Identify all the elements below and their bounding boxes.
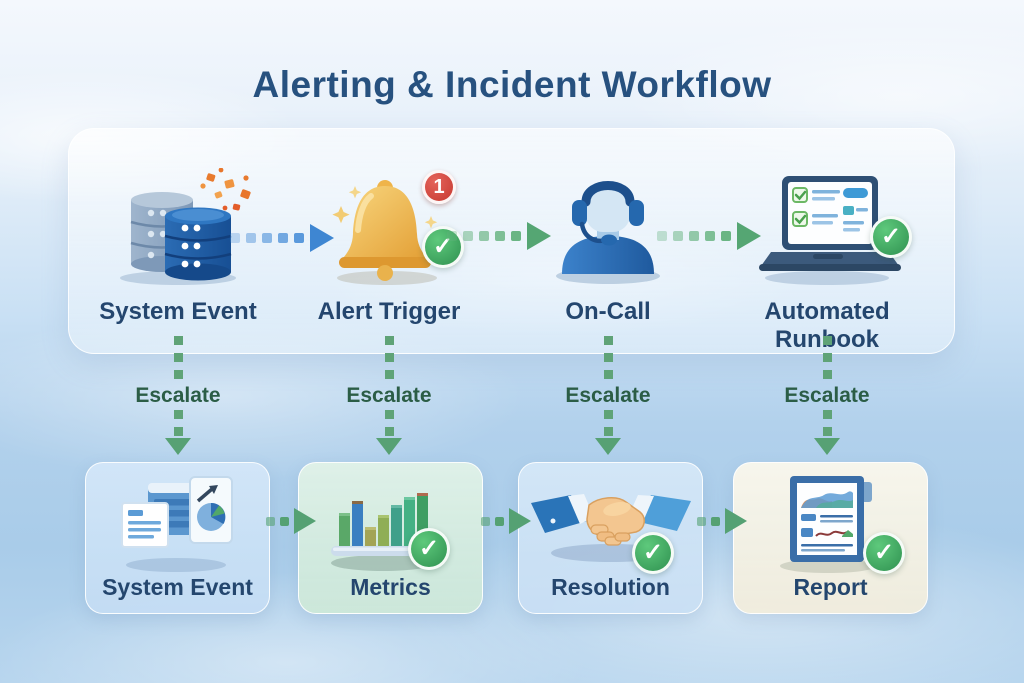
dotted-line [603, 410, 613, 438]
escalate-connector: Escalate [274, 336, 504, 460]
card-metrics: Metrics [298, 462, 483, 614]
stage-label: System Event [99, 298, 257, 325]
dotted-line [822, 336, 832, 382]
check-icon [863, 532, 905, 574]
notification-count: 1 [433, 175, 445, 198]
dotted-line [822, 410, 832, 438]
notification-badge: 1 [422, 170, 456, 204]
arrow-icon [266, 508, 316, 534]
check-icon [632, 532, 674, 574]
stage-automated-runbook: Automated Runbook [712, 128, 942, 354]
stage-label: Alert Trigger [317, 298, 461, 325]
stage-label: On-Call [565, 298, 651, 325]
laptop-checklist-icon [712, 168, 942, 286]
card-label: System Event [102, 574, 253, 600]
arrow-icon [447, 222, 551, 250]
confetti-sparks [200, 168, 251, 211]
documents-chart-icon [86, 463, 269, 574]
escalate-connector: Escalate [493, 336, 723, 460]
arrow-icon [657, 222, 761, 250]
escalate-connector: Escalate [712, 336, 942, 460]
page-title: Alerting & Incident Workflow [252, 64, 772, 105]
escalate-label: Escalate [784, 384, 870, 407]
report-document-icon [734, 462, 927, 574]
bell-icon: 1 [274, 168, 504, 286]
escalate-label: Escalate [565, 384, 651, 407]
dotted-line [173, 336, 183, 382]
arrow-icon [230, 224, 334, 252]
escalate-label: Escalate [135, 384, 221, 407]
card-resolution: Resolution [518, 462, 703, 614]
stage-alert-trigger: 1 Alert Trigger [274, 128, 504, 326]
stage-on-call: On-Call [493, 128, 723, 326]
stage-system-event: System Event [63, 128, 293, 326]
check-icon [870, 216, 912, 258]
card-label: Resolution [551, 574, 670, 600]
arrow-down-icon [595, 438, 621, 455]
check-icon [408, 528, 450, 570]
arrow-down-icon [376, 438, 402, 455]
escalate-connector: Escalate [63, 336, 293, 460]
card-label: Report [793, 574, 868, 600]
handshake-icon [519, 463, 702, 574]
arrow-down-icon [814, 438, 840, 455]
escalate-label: Escalate [346, 384, 432, 407]
dotted-line [603, 336, 613, 382]
arrow-down-icon [165, 438, 191, 455]
dotted-line [384, 410, 394, 438]
card-report: Report [733, 462, 928, 614]
check-icon [422, 226, 464, 268]
headset-person-icon [493, 168, 723, 286]
bar-chart-icon [299, 463, 482, 574]
arrow-icon [697, 508, 747, 534]
card-label: Metrics [350, 574, 431, 600]
database-icon [63, 168, 293, 286]
card-system-event: System Event [85, 462, 270, 614]
dotted-line [173, 410, 183, 438]
dotted-line [384, 336, 394, 382]
arrow-icon [481, 508, 531, 534]
